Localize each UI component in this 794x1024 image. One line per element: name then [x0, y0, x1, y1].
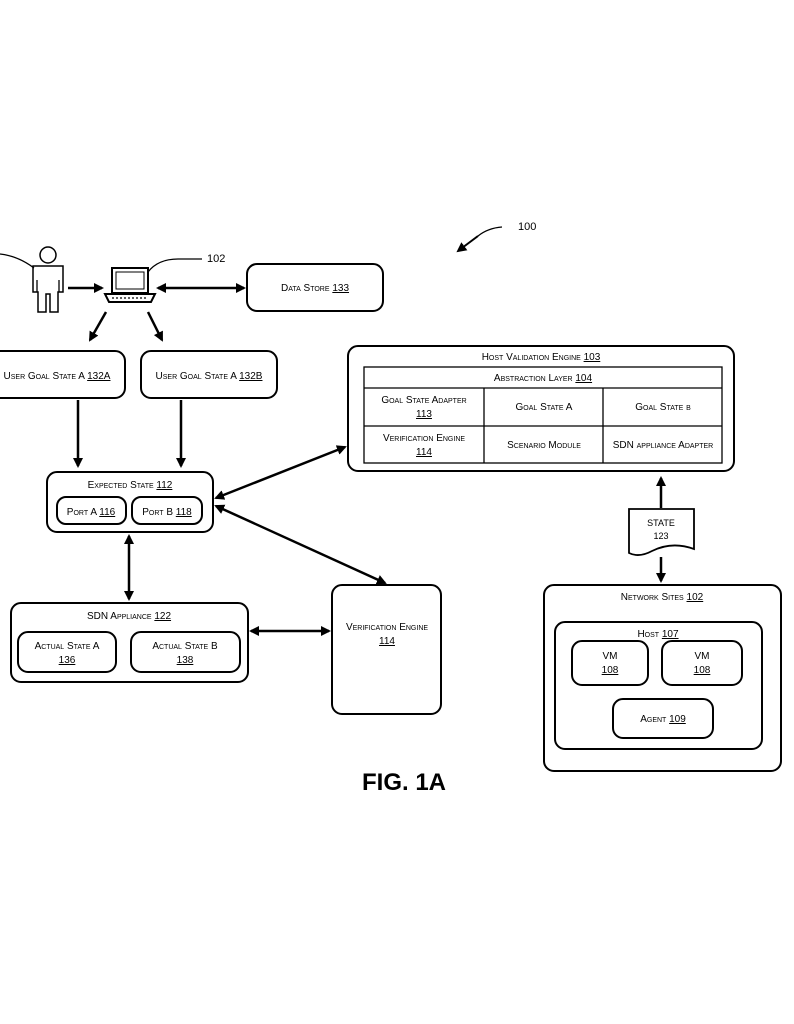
- svg-text:Expected State 112: Expected State 112: [88, 480, 173, 491]
- actual-state-a-box: [17, 631, 117, 673]
- network-sites-box: Network Sites 102 Host 107 VM 108 VM 108…: [543, 584, 782, 772]
- expected-state-box: Expected State 112 Port A 116 Port B 118: [46, 471, 214, 533]
- agent-box: [612, 698, 714, 739]
- verification-engine-box: Verification Engine 114: [331, 584, 442, 715]
- expected-verification-arrow: [214, 504, 387, 585]
- svg-text:Host 107: Host 107: [637, 629, 679, 640]
- svg-text:Host Validation Engine 103: Host Validation Engine 103: [482, 352, 601, 363]
- verification-engine-cell: Verification Engine: [383, 433, 465, 444]
- goal-state-a-cell: Goal State A: [516, 402, 573, 413]
- laptop-goal-a-arrow: [88, 311, 108, 342]
- user-goal-state-b-box: User Goal State A 132B: [140, 350, 278, 399]
- goal-state-adapter-label: Goal State Adapter: [381, 395, 466, 406]
- ref-100-label: 100: [456, 221, 536, 253]
- abstraction-layer-label: Abstraction Layer 104: [494, 373, 593, 384]
- laptop-icon: [103, 267, 157, 303]
- svg-text:Verification Engine: Verification Engine: [346, 622, 428, 633]
- svg-text:VM: VM: [695, 651, 710, 662]
- svg-text:Data Store 133: Data Store 133: [281, 283, 349, 294]
- svg-text:User Goal State A 132A: User Goal State A 132A: [4, 371, 111, 382]
- user-icon: [0, 246, 64, 313]
- svg-text:138: 138: [177, 655, 194, 666]
- port-a-box: [56, 496, 127, 525]
- figure-caption: FIG. 1A: [362, 769, 446, 796]
- svg-text:Actual State B: Actual State B: [152, 641, 218, 652]
- port-b-box: [131, 496, 203, 525]
- user-goal-state-a-box: User Goal State A 132A: [0, 350, 126, 399]
- svg-text:100: 100: [518, 221, 536, 233]
- svg-text:114: 114: [379, 636, 395, 647]
- svg-text:Actual State A: Actual State A: [35, 641, 100, 652]
- data-store-box: Data Store 133: [246, 263, 384, 312]
- vm-box-2: [661, 640, 743, 686]
- host-validation-engine-box: Host Validation Engine 103 Abstraction L…: [347, 345, 735, 472]
- goal-state-b-cell: Goal State b: [635, 402, 691, 413]
- ref-102-label: 102: [147, 253, 225, 273]
- svg-text:VM: VM: [603, 651, 618, 662]
- state-document: STATE 123: [628, 508, 695, 556]
- data-store-name: Data Store: [281, 283, 330, 294]
- svg-text:123: 123: [653, 531, 668, 541]
- svg-text:113: 113: [416, 409, 432, 420]
- svg-text:102: 102: [207, 253, 225, 265]
- scenario-module-cell: Scenario Module: [507, 440, 581, 451]
- svg-text:User Goal State A 132B: User Goal State A 132B: [156, 371, 263, 382]
- svg-text:SDN Appliance 122: SDN Appliance 122: [87, 611, 172, 622]
- svg-text:108: 108: [602, 665, 619, 676]
- svg-text:Port A 116: Port A 116: [67, 507, 116, 518]
- data-store-num: 133: [332, 283, 349, 294]
- sdn-appliance-box: SDN Appliance 122 Actual State A 136 Act…: [10, 602, 249, 683]
- svg-text:Agent 109: Agent 109: [640, 714, 686, 725]
- actual-state-b-box: [130, 631, 241, 673]
- expected-host-validation-arrow: [214, 445, 347, 500]
- svg-text:Port B 118: Port B 118: [142, 507, 192, 518]
- svg-text:108: 108: [694, 665, 711, 676]
- svg-text:136: 136: [59, 655, 76, 666]
- sdn-adapter-cell: SDN appliance Adapter: [613, 440, 713, 451]
- svg-text:STATE: STATE: [647, 518, 675, 528]
- svg-text:114: 114: [416, 447, 432, 458]
- vm-box-1: [571, 640, 649, 686]
- laptop-goal-b-arrow: [146, 311, 164, 342]
- svg-text:Network Sites 102: Network Sites 102: [621, 592, 704, 603]
